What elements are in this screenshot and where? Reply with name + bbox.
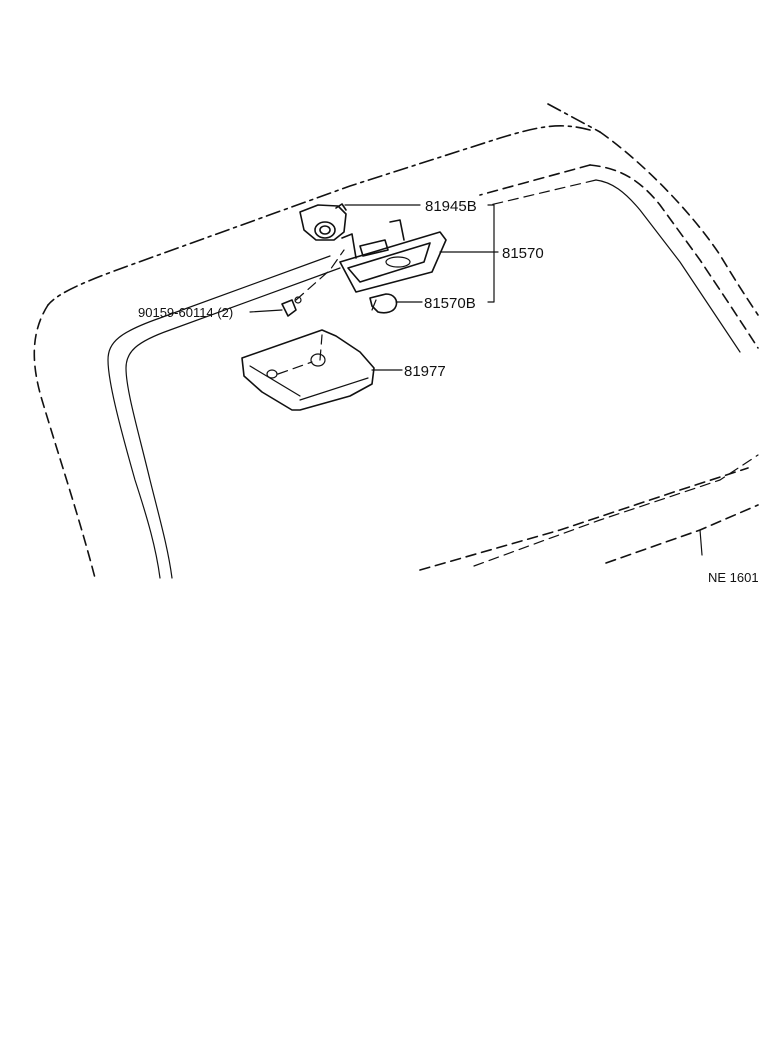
body-outline-side xyxy=(33,304,96,579)
body-outline-roof xyxy=(47,125,591,306)
label-81570: 81570 xyxy=(502,245,544,262)
body-outline-right xyxy=(599,131,759,316)
window-frame-inner-left xyxy=(125,267,341,579)
label-bolt: 90159-60114 (2) xyxy=(138,305,233,320)
label-81977: 81977 xyxy=(404,363,446,380)
cover-icon xyxy=(241,329,375,411)
label-ref-code: NE 1601 xyxy=(708,570,759,585)
leader-bolt xyxy=(249,309,283,313)
glass-line-1 xyxy=(419,467,749,571)
glass-line-2 xyxy=(473,454,759,567)
glass-line-3 xyxy=(605,504,759,564)
bolt-icon xyxy=(281,296,302,317)
ref-leader xyxy=(699,529,703,556)
window-frame-outer-left xyxy=(107,255,331,579)
label-81570b: 81570B xyxy=(424,295,476,312)
bracket-line xyxy=(487,204,495,303)
bulb-icon xyxy=(369,293,398,314)
label-81945b: 81945B xyxy=(425,198,477,215)
socket-icon xyxy=(299,203,347,241)
window-frame-inner-top-line xyxy=(489,179,597,206)
window-frame-outer xyxy=(589,164,759,349)
body-outline-top xyxy=(547,103,601,133)
bolt-assembly-line-2 xyxy=(319,334,323,361)
window-frame-inner-top xyxy=(595,179,741,353)
lamp-housing-icon xyxy=(339,219,447,293)
window-frame-outer-top xyxy=(479,164,591,196)
